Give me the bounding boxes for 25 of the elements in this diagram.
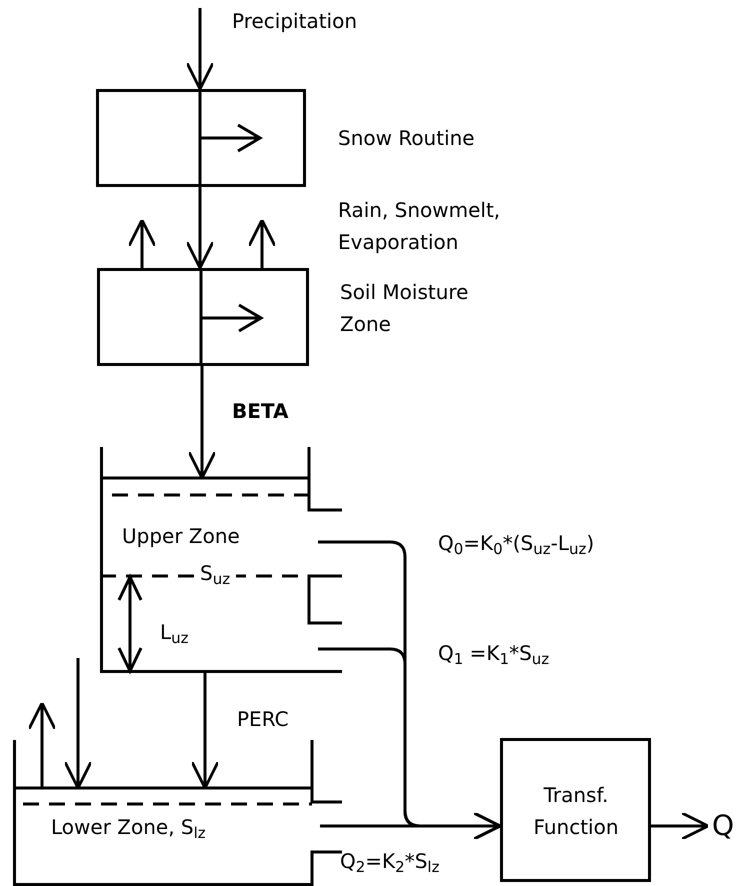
- box-label: Soil Moisture Zone: [340, 279, 470, 338]
- arrow: [28, 702, 56, 788]
- tank-label: Lower Zone, S$_{lz}$: [51, 814, 206, 840]
- box-label: Snow Routine: [338, 125, 475, 152]
- arrow: [186, 187, 214, 270]
- arrow: [186, 8, 214, 90]
- flow-label: Rain, Snowmelt, Evaporation: [338, 197, 502, 256]
- output-label: Q: [712, 809, 734, 842]
- edge-label: PERC: [237, 706, 289, 732]
- edge-label: Q$_{1}$ =K$_{1}$*S$_{uz}$: [438, 640, 550, 666]
- arrow: [190, 673, 220, 790]
- edge-label: BETA: [232, 398, 288, 424]
- arrow: [320, 812, 502, 840]
- threshold-label: L$_{uz}$: [160, 619, 189, 645]
- arrow: [128, 218, 156, 268]
- edge-label: Q$_{0}$=K$_{0}$*(S$_{uz}$-L$_{uz}$): [438, 530, 594, 556]
- process-box: [500, 738, 651, 882]
- edge-label: Q$_{2}$=K$_{2}$*S$_{lz}$: [340, 848, 440, 874]
- arrow: [64, 658, 92, 790]
- tank-label: Upper Zone: [122, 523, 240, 549]
- arrow: [188, 366, 216, 480]
- arrow: [651, 812, 710, 840]
- edge-label: Precipitation: [232, 8, 358, 34]
- box-label: Transf. Function: [532, 782, 620, 841]
- arrow: [248, 218, 276, 268]
